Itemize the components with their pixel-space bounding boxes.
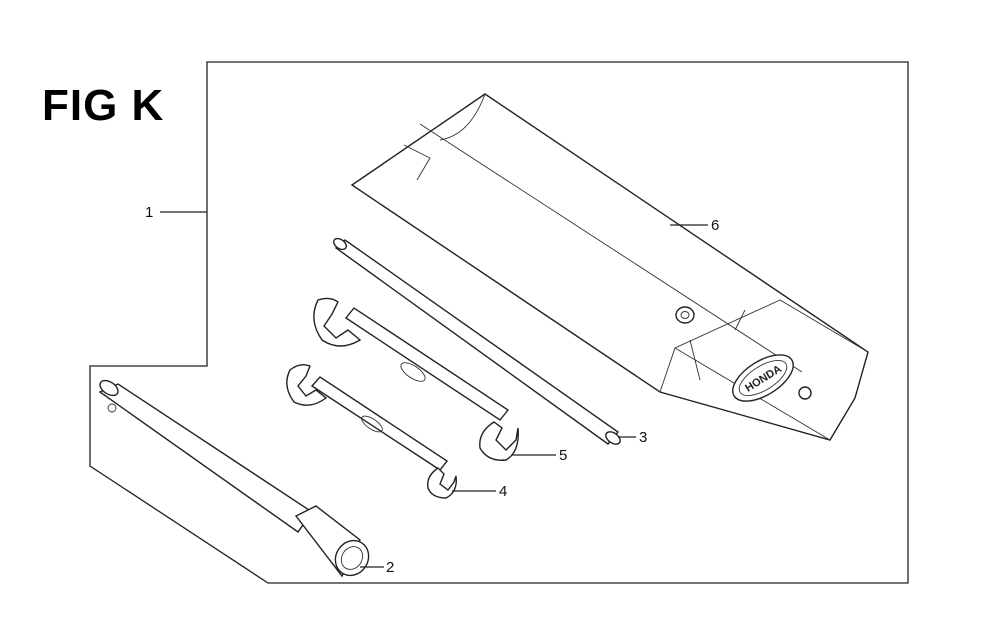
assembly-boundary xyxy=(89,61,909,584)
callout-1: 1 xyxy=(145,204,153,221)
open-end-wrench-large xyxy=(313,297,519,461)
tool-pouch xyxy=(350,93,869,441)
callout-4: 4 xyxy=(499,483,507,500)
plug-wrench xyxy=(98,379,370,578)
callout-5: 5 xyxy=(559,447,567,464)
figure-title: FIG K xyxy=(42,81,165,130)
callout-6: 6 xyxy=(711,217,719,234)
open-end-wrench-small xyxy=(286,363,457,499)
callout-3: 3 xyxy=(639,429,647,446)
callout-2: 2 xyxy=(386,559,394,576)
handle-bar xyxy=(333,237,621,445)
